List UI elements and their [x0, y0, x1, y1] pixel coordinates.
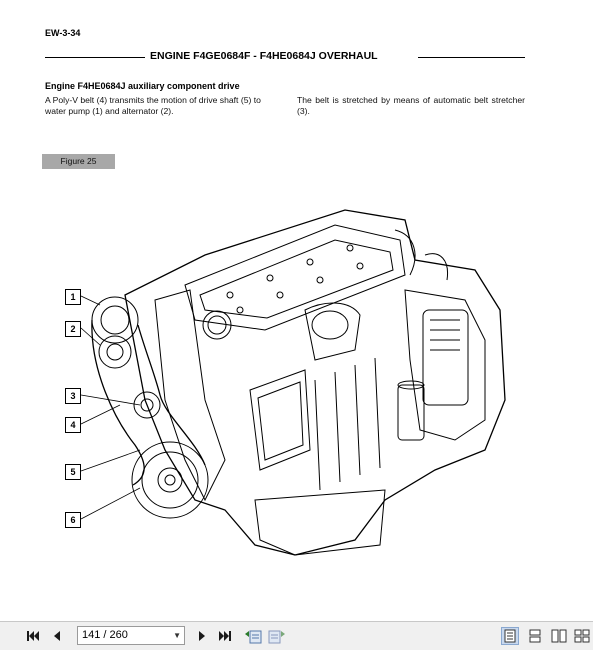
page-number-selector[interactable]: 141 / 260 ▼: [77, 626, 185, 645]
paragraph-left: A Poly-V belt (4) transmits the motion o…: [45, 95, 261, 116]
figure-label: Figure 25: [42, 154, 115, 169]
go-back-icon[interactable]: [244, 627, 262, 645]
page-title: ENGINE F4GE0684F - F4HE0684J OVERHAUL: [150, 50, 378, 62]
pdf-viewer-toolbar: 141 / 260 ▼: [0, 621, 593, 650]
continuous-facing-view-icon[interactable]: [573, 627, 591, 645]
callout-5: 5: [65, 464, 81, 480]
chevron-down-icon: ▼: [173, 631, 181, 640]
page-code: EW-3-34: [45, 28, 81, 38]
paragraph-right: The belt is stretched by means of automa…: [297, 95, 525, 116]
callout-6: 6: [65, 512, 81, 528]
section-title: Engine F4HE0684J auxiliary component dri…: [45, 81, 240, 91]
callout-3: 3: [65, 388, 81, 404]
callout-leader-lines: [80, 295, 141, 520]
facing-view-icon[interactable]: [550, 627, 568, 645]
callout-2: 2: [65, 321, 81, 337]
single-page-view-icon[interactable]: [501, 627, 519, 645]
title-rule-right: [418, 57, 525, 58]
go-forward-icon[interactable]: [268, 627, 286, 645]
prev-page-icon[interactable]: [48, 627, 66, 645]
page-indicator: 141 / 260: [82, 629, 128, 641]
title-rule-left: [45, 57, 145, 58]
next-page-icon[interactable]: [193, 627, 211, 645]
callout-1: 1: [65, 289, 81, 305]
engine-illustration: [91, 209, 506, 556]
last-page-icon[interactable]: [216, 627, 234, 645]
callout-4: 4: [65, 417, 81, 433]
first-page-icon[interactable]: [24, 627, 42, 645]
document-page: EW-3-34 ENGINE F4GE0684F - F4HE0684J OVE…: [42, 28, 525, 556]
continuous-view-icon[interactable]: [526, 627, 544, 645]
